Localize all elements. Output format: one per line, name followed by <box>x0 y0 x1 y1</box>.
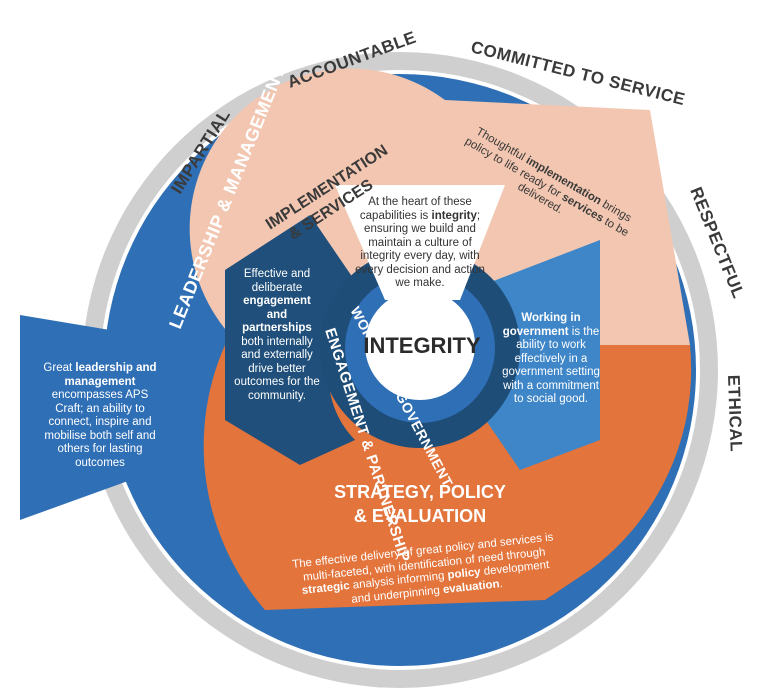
engagement-sector <box>225 215 368 465</box>
strategy-title-line1: STRATEGY, POLICY <box>334 482 506 502</box>
integrity-label: INTEGRITY <box>363 333 481 358</box>
engagement-description: Effective and deliberate engagement and … <box>234 268 320 402</box>
leadership-tab <box>20 315 200 520</box>
value-ethical: ETHICAL <box>724 374 746 452</box>
integrity-fan <box>335 185 505 300</box>
leadership-description: Great leadership and management encompas… <box>43 362 157 469</box>
working-description: Working in government is the ability to … <box>502 312 600 405</box>
strategy-title-line2: & EVALUATION <box>354 506 486 526</box>
integrity-core <box>365 290 475 400</box>
integrity-description: At the heart of these capabilities is in… <box>355 196 485 289</box>
